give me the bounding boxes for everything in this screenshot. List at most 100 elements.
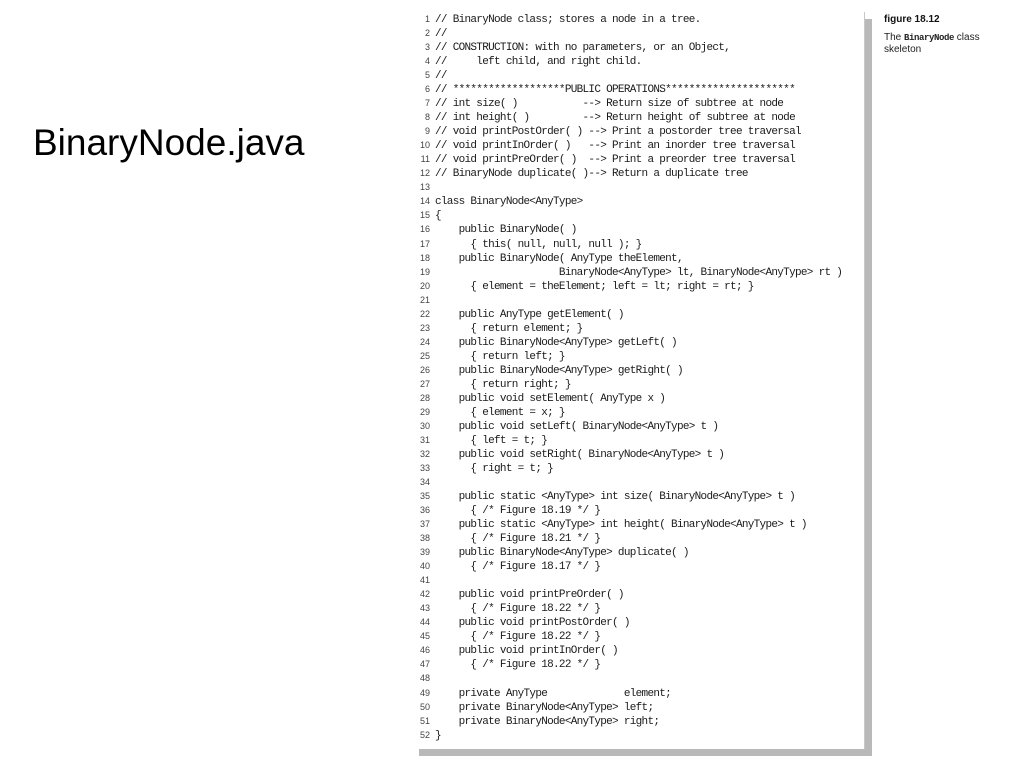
figure-caption: figure 18.12 The BinaryNode class skelet… <box>884 14 1014 55</box>
line-number: 13 <box>419 182 430 193</box>
code-text: public static <AnyType> int height( Bina… <box>435 519 808 532</box>
code-line: 35 public static <AnyType> int size( Bin… <box>412 489 842 503</box>
line-number: 19 <box>419 266 430 277</box>
code-text: public BinaryNode<AnyType> getLeft( ) <box>435 336 678 349</box>
code-figure-panel: 1// BinaryNode class; stores a node in a… <box>412 12 865 749</box>
code-text: // void printPreOrder( ) --> Print a pre… <box>435 154 796 167</box>
code-line: 2// <box>412 26 842 40</box>
code-line: 10// void printInOrder( ) --> Print an i… <box>412 138 842 152</box>
code-line: 44 public void printPostOrder( ) <box>412 615 842 629</box>
code-line: 13 <box>412 180 842 194</box>
line-number: 22 <box>419 308 430 319</box>
code-line: 28 public void setElement( AnyType x ) <box>412 391 842 405</box>
line-number: 34 <box>419 477 430 488</box>
line-number: 12 <box>419 168 430 179</box>
code-line: 50 private BinaryNode<AnyType> left; <box>412 700 842 714</box>
code-text: } <box>435 729 442 742</box>
line-number: 3 <box>424 42 430 53</box>
code-text: private BinaryNode<AnyType> left; <box>435 701 654 714</box>
code-line: 43 { /* Figure 18.22 */ } <box>412 601 842 615</box>
line-number: 42 <box>419 589 430 600</box>
code-text: private AnyType element; <box>435 687 672 700</box>
line-number: 8 <box>424 112 430 123</box>
line-number: 16 <box>419 224 430 235</box>
code-text: { /* Figure 18.19 */ } <box>435 505 601 518</box>
line-number: 15 <box>419 210 430 221</box>
line-number: 48 <box>419 673 430 684</box>
code-text: { /* Figure 18.22 */ } <box>435 659 601 672</box>
line-number: 14 <box>419 196 430 207</box>
code-line: 20 { element = theElement; left = lt; ri… <box>412 279 842 293</box>
code-line: 42 public void printPreOrder( ) <box>412 587 842 601</box>
line-number: 25 <box>419 350 430 361</box>
line-number: 33 <box>419 463 430 473</box>
code-text: { element = x; } <box>435 406 565 419</box>
code-line: 29 { element = x; } <box>412 405 842 419</box>
code-text: // int size( ) --> Return size of subtre… <box>435 98 784 111</box>
code-text: { left = t; } <box>435 434 548 447</box>
code-line: 24 public BinaryNode<AnyType> getLeft( ) <box>412 335 842 349</box>
code-line: 18 public BinaryNode( AnyType theElement… <box>412 251 842 265</box>
code-text: { right = t; } <box>435 463 554 475</box>
code-line: 12 // BinaryNode duplicate( )--> Return a… <box>412 166 842 180</box>
code-line: 17 { this( null, null, null ); } <box>412 237 842 251</box>
line-number: 52 <box>419 729 430 740</box>
line-number: 23 <box>419 322 430 333</box>
code-line: 6// *******************PUBLIC OPERATIONS… <box>412 82 842 96</box>
line-number: 27 <box>419 378 430 389</box>
code-line: 8 // int height( ) --> Return height of s… <box>412 110 842 124</box>
code-line: 4// left child, and right child. <box>412 54 842 68</box>
line-number: 47 <box>419 659 430 670</box>
code-text: public void printPreOrder( ) <box>435 589 625 602</box>
line-number: 24 <box>419 336 430 347</box>
code-line: 30 public void setLeft( BinaryNode<AnyTy… <box>412 419 842 433</box>
figure-description: The BinaryNode class skeleton <box>884 32 1014 55</box>
code-text: // left child, and right child. <box>435 56 642 69</box>
code-line: 9// void printPostOrder( ) --> Print a p… <box>412 124 842 138</box>
line-number: 29 <box>419 406 430 417</box>
code-text: public BinaryNode<AnyType> getRight( ) <box>435 364 684 377</box>
line-number: 31 <box>419 434 430 445</box>
code-text: { /* Figure 18.17 */ } <box>435 561 601 574</box>
code-text: { <box>435 210 442 223</box>
code-text: // int height( ) --> Return height of su… <box>435 112 796 125</box>
line-number: 7 <box>424 98 430 109</box>
code-text: { /* Figure 18.21 */ } <box>435 533 601 546</box>
code-text: { return right; } <box>435 378 571 391</box>
caption-class-name: BinaryNode <box>904 33 955 43</box>
code-line: 23 { return element; } <box>412 321 842 335</box>
code-text: public BinaryNode( ) <box>435 224 578 237</box>
code-text: // void printInOrder( ) --> Print an ino… <box>435 140 796 153</box>
line-number: 49 <box>419 687 430 698</box>
code-line: 34 <box>412 475 842 489</box>
line-number: 39 <box>419 547 430 558</box>
code-line: 11 // void printPreOrder( ) --> Print a p… <box>412 152 842 166</box>
code-line: 27 { return right; } <box>412 377 842 391</box>
code-line: 33 { right = t; } <box>412 461 842 475</box>
code-text: private BinaryNode<AnyType> right; <box>435 715 660 728</box>
line-number: 30 <box>419 420 430 431</box>
line-number: 41 <box>419 575 430 586</box>
figure-label: figure 18.12 <box>884 14 940 25</box>
line-number: 38 <box>419 533 430 544</box>
line-number: 18 <box>419 252 430 263</box>
code-line: 21 <box>412 293 842 307</box>
code-text: // *******************PUBLIC OPERATIONS*… <box>435 84 796 97</box>
code-line: 49 private AnyType element; <box>412 686 842 700</box>
line-number: 36 <box>419 505 430 516</box>
code-text: public static <AnyType> int size( Binary… <box>435 491 796 504</box>
line-number: 50 <box>419 701 430 712</box>
code-text: { return element; } <box>435 322 583 335</box>
code-text: // BinaryNode duplicate( )--> Return a d… <box>435 168 748 181</box>
line-number: 28 <box>419 392 430 403</box>
code-text: public void setLeft( BinaryNode<AnyType>… <box>435 420 719 433</box>
code-text: // CONSTRUCTION: with no parameters, or … <box>435 42 731 55</box>
code-text: { /* Figure 18.22 */ } <box>435 631 601 644</box>
code-text: public void setElement( AnyType x ) <box>435 392 666 405</box>
line-number: 26 <box>419 364 430 375</box>
code-line: 52} <box>412 728 842 742</box>
code-line: 39 public BinaryNode<AnyType> duplicate(… <box>412 545 842 559</box>
line-number: 11 <box>420 154 430 165</box>
code-text: public BinaryNode<AnyType> duplicate( ) <box>435 547 690 560</box>
